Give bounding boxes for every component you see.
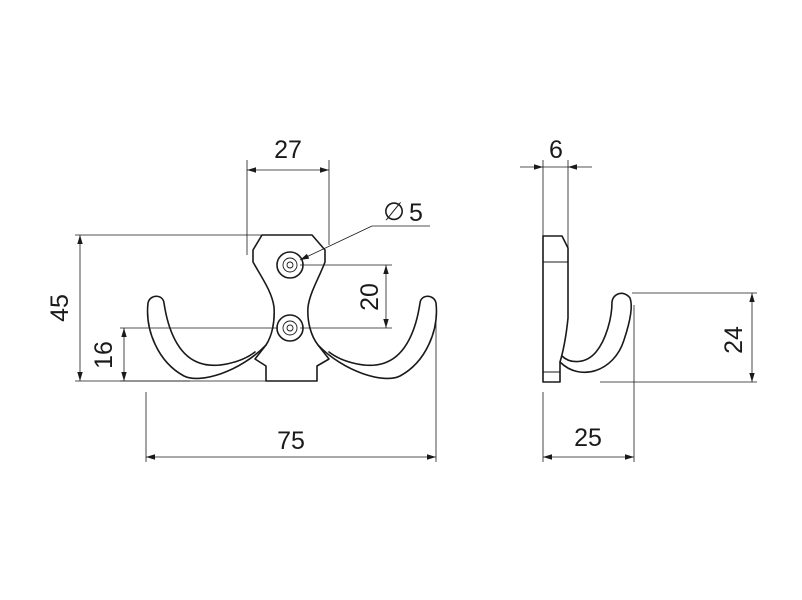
dim-label-plate-width: 27	[274, 136, 302, 164]
dim-label-hole-spacing: 20	[356, 283, 384, 311]
front-view: 27 45 16 20 75 ∅ 5	[46, 136, 438, 462]
lower-screw-hole	[276, 314, 304, 342]
side-hook-arm	[559, 292, 632, 373]
right-hook-arm	[317, 295, 438, 380]
upper-screw-hole	[276, 251, 304, 279]
dim-label-hook-height: 24	[720, 326, 748, 354]
dim-label-hole-diameter: 5	[409, 199, 423, 227]
left-hook-arm	[146, 295, 267, 380]
side-plate-outline	[542, 235, 569, 383]
diameter-leader	[299, 225, 373, 261]
dim-label-height: 45	[46, 294, 74, 322]
dim-label-width: 75	[277, 427, 305, 455]
hook-body-outline	[252, 234, 330, 382]
dim-label-depth: 25	[574, 424, 602, 452]
side-view: 6 25 24	[520, 136, 757, 462]
dim-label-thickness: 6	[549, 136, 563, 164]
diameter-symbol-icon: ∅	[383, 198, 405, 226]
dim-label-tip-height: 16	[90, 341, 118, 369]
